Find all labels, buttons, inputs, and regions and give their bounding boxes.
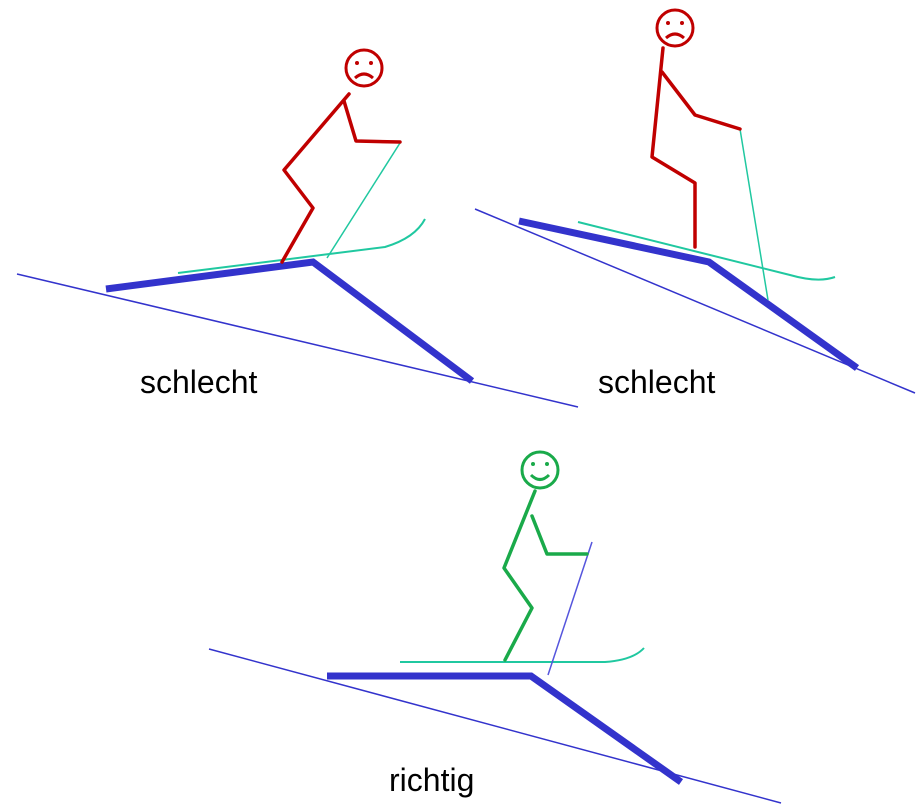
figure-arm (660, 70, 742, 131)
slope-line (474, 208, 916, 394)
ground-thick-line (327, 672, 684, 785)
ski-pole (547, 541, 593, 676)
ski (577, 221, 836, 281)
ski (177, 218, 426, 274)
figure-arm (342, 99, 402, 144)
figure-arm (530, 514, 589, 556)
ski-pole (739, 128, 769, 301)
ground-thick-line (105, 258, 475, 384)
stick-figure (280, 92, 402, 264)
stick-figure (650, 46, 742, 249)
figure-body-leg (280, 92, 351, 264)
smiling-face-icon (520, 450, 560, 490)
figure-body-leg (502, 489, 537, 662)
ski (400, 647, 645, 663)
caption-good: richtig (389, 762, 475, 798)
figure-body-leg (650, 46, 697, 249)
frowning-face-icon (655, 8, 695, 48)
panel-bad-leaning-back (16, 48, 579, 408)
ground-thick-line (518, 217, 860, 371)
slope-line (16, 273, 579, 408)
stick-figure (502, 489, 589, 662)
ski-pole (326, 142, 401, 259)
caption-bad-1: schlecht (140, 364, 258, 400)
panel-correct (208, 450, 782, 804)
slope-line (208, 648, 782, 804)
caption-bad-2: schlecht (598, 364, 716, 400)
panel-bad-upright (474, 8, 916, 394)
frowning-face-icon (344, 48, 384, 88)
